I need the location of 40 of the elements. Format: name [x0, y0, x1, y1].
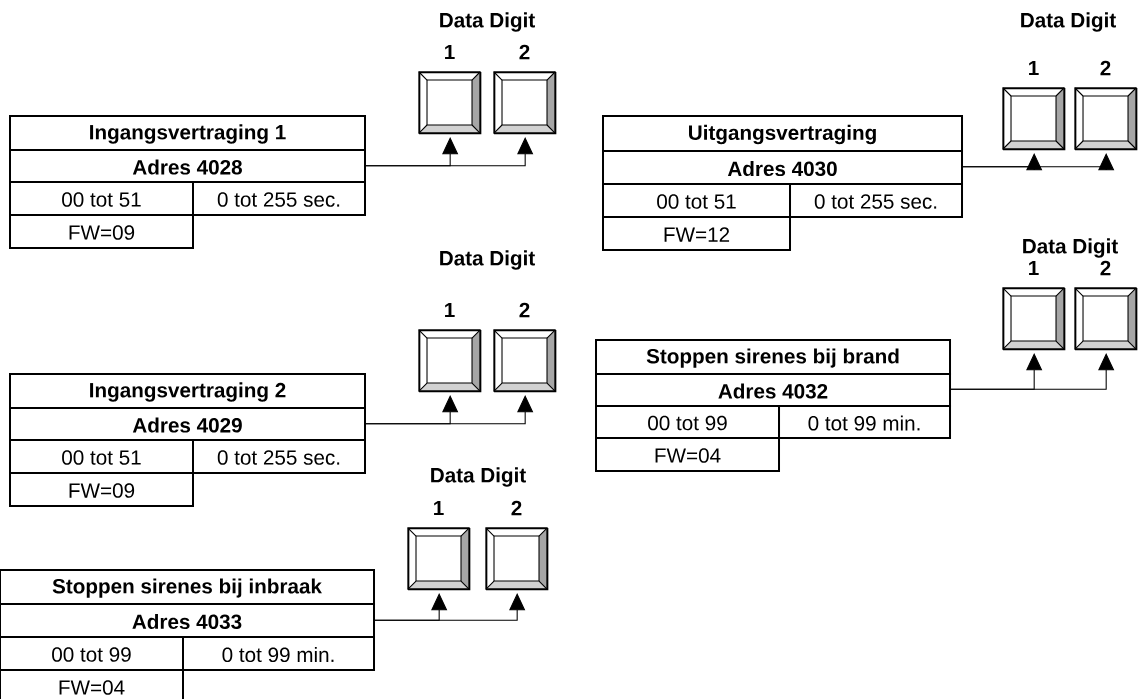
address-cell: Adres 4033	[0, 603, 375, 638]
default-value-cell: FW=04	[0, 669, 184, 699]
title-cell: Ingangsvertraging 2	[9, 373, 366, 409]
title-cell: Stoppen sirenes bij brand	[595, 339, 951, 375]
heading: Data Digit	[431, 467, 526, 487]
unit-cell: 0 tot 99 min.	[778, 405, 951, 439]
digit-label: 1	[445, 302, 455, 318]
range-cell: 00 tot 51	[9, 439, 194, 474]
title-cell: Ingangsvertraging 1	[9, 115, 366, 151]
heading: Data Digit	[440, 12, 535, 32]
range-cell: 00 tot 99	[0, 636, 184, 671]
unit-cell: 0 tot 255 sec.	[192, 439, 366, 474]
default-value-cell: FW=09	[9, 214, 194, 249]
unit-cell: 0 tot 255 sec.	[192, 181, 366, 216]
unit-cell: 0 tot 99 min.	[182, 636, 375, 671]
digit-label: 1	[445, 44, 455, 60]
default-value-cell: FW=12	[602, 216, 791, 251]
digit-label: 2	[519, 302, 530, 318]
address-cell: Adres 4032	[595, 373, 951, 407]
unit-cell: 0 tot 255 sec.	[789, 183, 963, 218]
range-cell: 00 tot 99	[595, 405, 780, 439]
heading: Data Digit	[440, 250, 535, 270]
digit-label: 2	[1100, 60, 1111, 76]
range-cell: 00 tot 51	[9, 181, 194, 216]
address-cell: Adres 4028	[9, 149, 366, 183]
address-cell: Adres 4029	[9, 407, 366, 441]
range-cell: 00 tot 51	[602, 183, 791, 218]
heading: Data Digit	[1023, 238, 1118, 258]
digit-label: 1	[1029, 60, 1039, 76]
heading: Data Digit	[1021, 12, 1116, 32]
digit-label: 1	[1029, 260, 1039, 276]
digit-label: 2	[519, 44, 530, 60]
default-value-cell: FW=04	[595, 437, 780, 472]
digit-label: 1	[434, 500, 444, 516]
title-cell: Uitgangsvertraging	[602, 115, 963, 152]
digit-label: 2	[1100, 260, 1111, 276]
title-cell: Stoppen sirenes bij inbraak	[0, 569, 375, 605]
address-cell: Adres 4030	[602, 150, 963, 185]
default-value-cell: FW=09	[9, 472, 194, 507]
digit-label: 2	[511, 500, 522, 516]
